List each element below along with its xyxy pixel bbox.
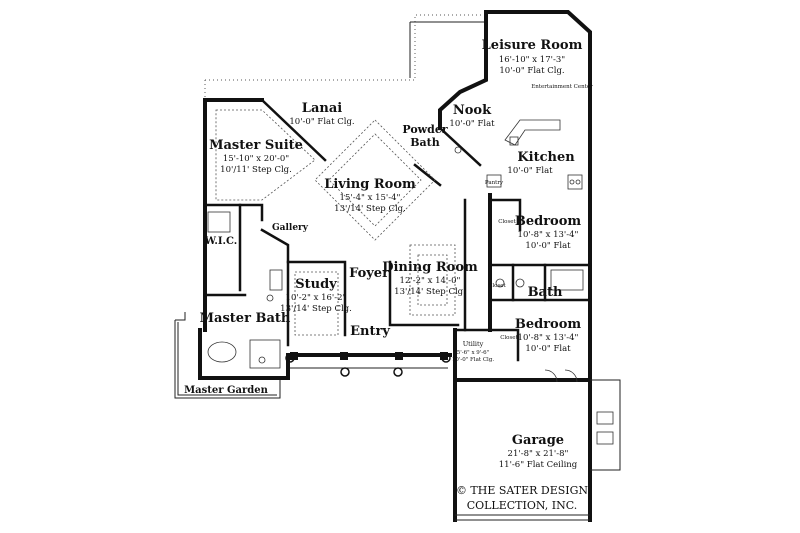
bedroom1-dim: 10'-8" x 13'-4" (518, 230, 579, 240)
living-room-name: Living Room (324, 177, 416, 192)
closet-label-1: Closet (498, 219, 516, 225)
interior-walls (203, 98, 592, 362)
bedroom2-dim: 10'-8" x 13'-4" (518, 333, 579, 343)
study-dim: 10'-2" x 16'-2" (286, 293, 347, 303)
utility-dim: 5'-6" x 9'-6" (457, 350, 489, 356)
living-room-dim: 15'-4" x 15'-4" (340, 193, 401, 203)
lanai-clg: 10'-0" Flat Clg. (289, 117, 354, 127)
master-garden-label: Master Garden (184, 385, 269, 396)
bath-fixtures (207, 146, 584, 369)
copyright-line1: © THE SATER DESIGN (456, 484, 588, 497)
lanai-name: Lanai (302, 101, 342, 116)
bedroom2-clg: 10'-0" Flat (525, 344, 571, 354)
dining-room-name: Dining Room (382, 260, 478, 275)
master-bath-label: Master Bath (200, 311, 291, 326)
closet-label-2: Closet (488, 283, 506, 289)
kitchen-clg: 10'-0" Flat (507, 166, 553, 176)
master-garden-wall (174, 312, 281, 399)
entry-label: Entry (350, 324, 390, 339)
leisure-room-name: Leisure Room (482, 38, 583, 53)
ceiling-outlines (215, 109, 456, 336)
bedroom1-clg: 10'-0" Flat (525, 241, 571, 251)
kitchen-fixtures (486, 119, 583, 190)
dining-room-dim: 12'-2" x 14'-0" (400, 276, 461, 286)
foyer-label: Foyer (349, 266, 389, 281)
master-suite-clg: 10'/11' Step Clg. (220, 165, 292, 175)
pantry-label: Pantry (485, 180, 504, 186)
leisure-room-dim: 16'-10" x 17'-3" (499, 55, 565, 65)
garage-dim: 21'-8" x 21'-8" (508, 449, 569, 459)
nook-name: Nook (453, 103, 492, 118)
nook-clg: 10'-0" Flat (449, 119, 495, 129)
entertainment-center-label: Entertainment Center (531, 84, 593, 90)
lanai-outline (204, 12, 487, 100)
kitchen-name: Kitchen (517, 150, 575, 165)
garage-extras (455, 369, 621, 521)
living-room-clg: 13'/14' Step Clg. (334, 204, 406, 214)
bedroom2-name: Bedroom (515, 317, 582, 332)
utility-clg: 10'-0" Flat Clg. (452, 357, 494, 363)
master-suite-dim: 15'-10" x 20'-0" (223, 154, 289, 164)
entry-porch (285, 352, 451, 377)
bath-label: Bath (528, 285, 563, 300)
bedroom1-name: Bedroom (515, 214, 582, 229)
master-suite-name: Master Suite (209, 138, 303, 153)
dining-room-clg: 13'/14' Step Clg. (394, 287, 466, 297)
exterior-walls (198, 10, 592, 522)
copyright-line2: COLLECTION, INC. (467, 499, 578, 512)
utility-name: Utility (463, 340, 484, 348)
room-labels: Leisure Room 16'-10" x 17'-3" 10'-0" Fla… (184, 38, 593, 512)
garage-clg: 11'-6" Flat Ceiling (499, 460, 578, 470)
powder-bath-line2: Bath (410, 136, 440, 149)
powder-bath-line1: Powder (402, 123, 447, 136)
garage-name: Garage (512, 433, 564, 448)
leisure-room-clg: 10'-0" Flat Clg. (499, 66, 564, 76)
study-clg: 13'/14' Step Clg. (280, 304, 352, 314)
gallery-label: Gallery (272, 223, 309, 233)
study-name: Study (295, 277, 337, 292)
wic-label: W.I.C. (204, 236, 238, 247)
closet-label-3: Closet (500, 335, 518, 341)
